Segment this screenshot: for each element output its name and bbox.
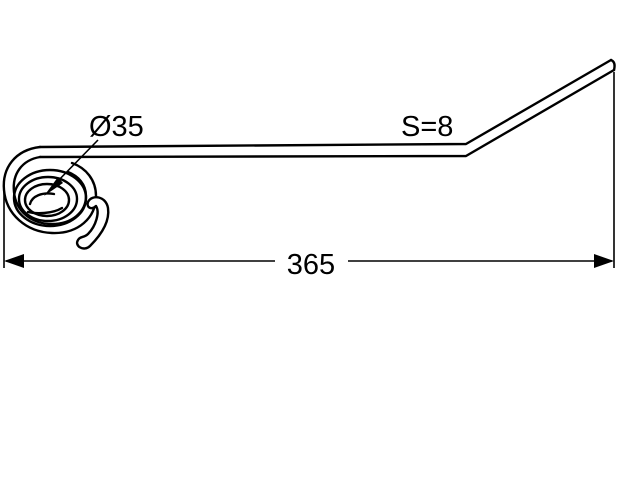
tine-rod [38,58,616,159]
length-label: 365 [287,249,335,281]
coil-spring [2,145,110,250]
diameter-label: Ø35 [89,111,144,143]
length-dimension [3,72,615,268]
dimension-arrow-right [594,254,614,268]
dimension-arrow-left [4,254,24,268]
diameter-leader [44,139,99,196]
thickness-label: S=8 [401,111,453,143]
